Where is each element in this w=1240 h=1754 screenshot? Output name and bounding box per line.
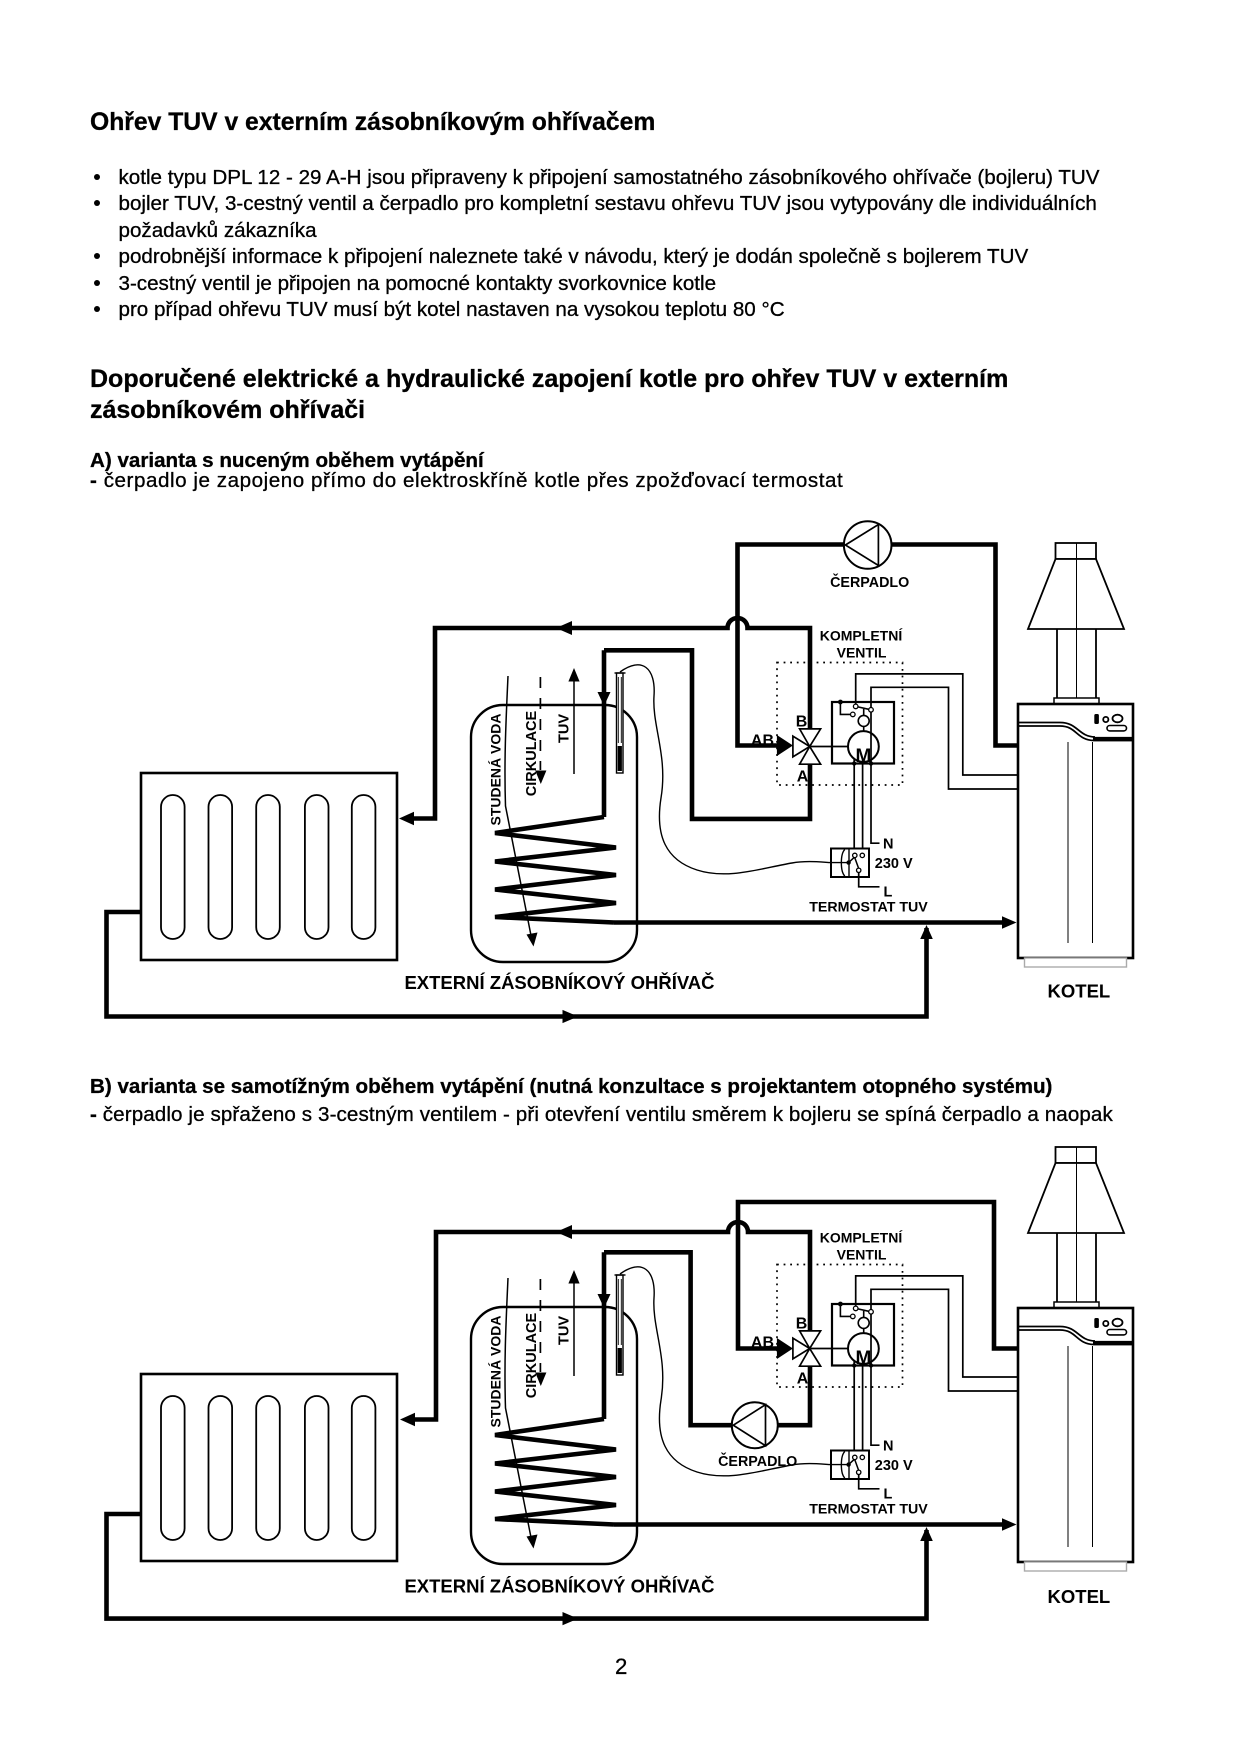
svg-text:TUV: TUV	[557, 1316, 573, 1345]
svg-text:230 V: 230 V	[875, 1458, 913, 1474]
svg-text:TERMOSTAT TUV: TERMOSTAT TUV	[809, 900, 928, 916]
svg-text:TERMOSTAT TUV: TERMOSTAT TUV	[809, 1502, 928, 1518]
svg-text:KOMPLETNÍ: KOMPLETNÍ	[820, 627, 904, 643]
svg-text:AB: AB	[751, 1334, 774, 1351]
svg-text:KOTEL: KOTEL	[1048, 981, 1111, 1002]
svg-text:EXTERNÍ ZÁSOBNÍKOVÝ OHŘÍVAČ: EXTERNÍ ZÁSOBNÍKOVÝ OHŘÍVAČ	[404, 972, 714, 993]
svg-text:KOMPLETNÍ: KOMPLETNÍ	[820, 1229, 904, 1245]
svg-text:A: A	[797, 1371, 809, 1388]
svg-text:L: L	[884, 884, 893, 900]
svg-text:CIRKULACE: CIRKULACE	[524, 710, 540, 796]
svg-text:CIRKULACE: CIRKULACE	[524, 1312, 540, 1398]
svg-text:VENTIL: VENTIL	[837, 1246, 887, 1262]
svg-text:STUDENÁ VODA: STUDENÁ VODA	[488, 1315, 504, 1427]
svg-text:N: N	[883, 836, 893, 852]
svg-text:KOTEL: KOTEL	[1048, 1586, 1111, 1607]
svg-text:B: B	[796, 714, 808, 731]
svg-text:VENTIL: VENTIL	[837, 644, 887, 660]
svg-text:STUDENÁ VODA: STUDENÁ VODA	[488, 713, 504, 825]
svg-text:N: N	[883, 1438, 893, 1454]
svg-text:A: A	[797, 769, 809, 786]
svg-text:TUV: TUV	[557, 714, 573, 743]
svg-text:M: M	[855, 746, 871, 767]
svg-text:ČERPADLO: ČERPADLO	[830, 573, 909, 591]
svg-text:ČERPADLO: ČERPADLO	[718, 1452, 797, 1470]
svg-text:L: L	[884, 1486, 893, 1502]
svg-text:M: M	[855, 1348, 871, 1369]
svg-text:B: B	[796, 1316, 808, 1333]
svg-text:AB: AB	[751, 732, 774, 749]
svg-text:230 V: 230 V	[875, 856, 913, 872]
svg-text:EXTERNÍ ZÁSOBNÍKOVÝ OHŘÍVAČ: EXTERNÍ ZÁSOBNÍKOVÝ OHŘÍVAČ	[404, 1576, 714, 1597]
